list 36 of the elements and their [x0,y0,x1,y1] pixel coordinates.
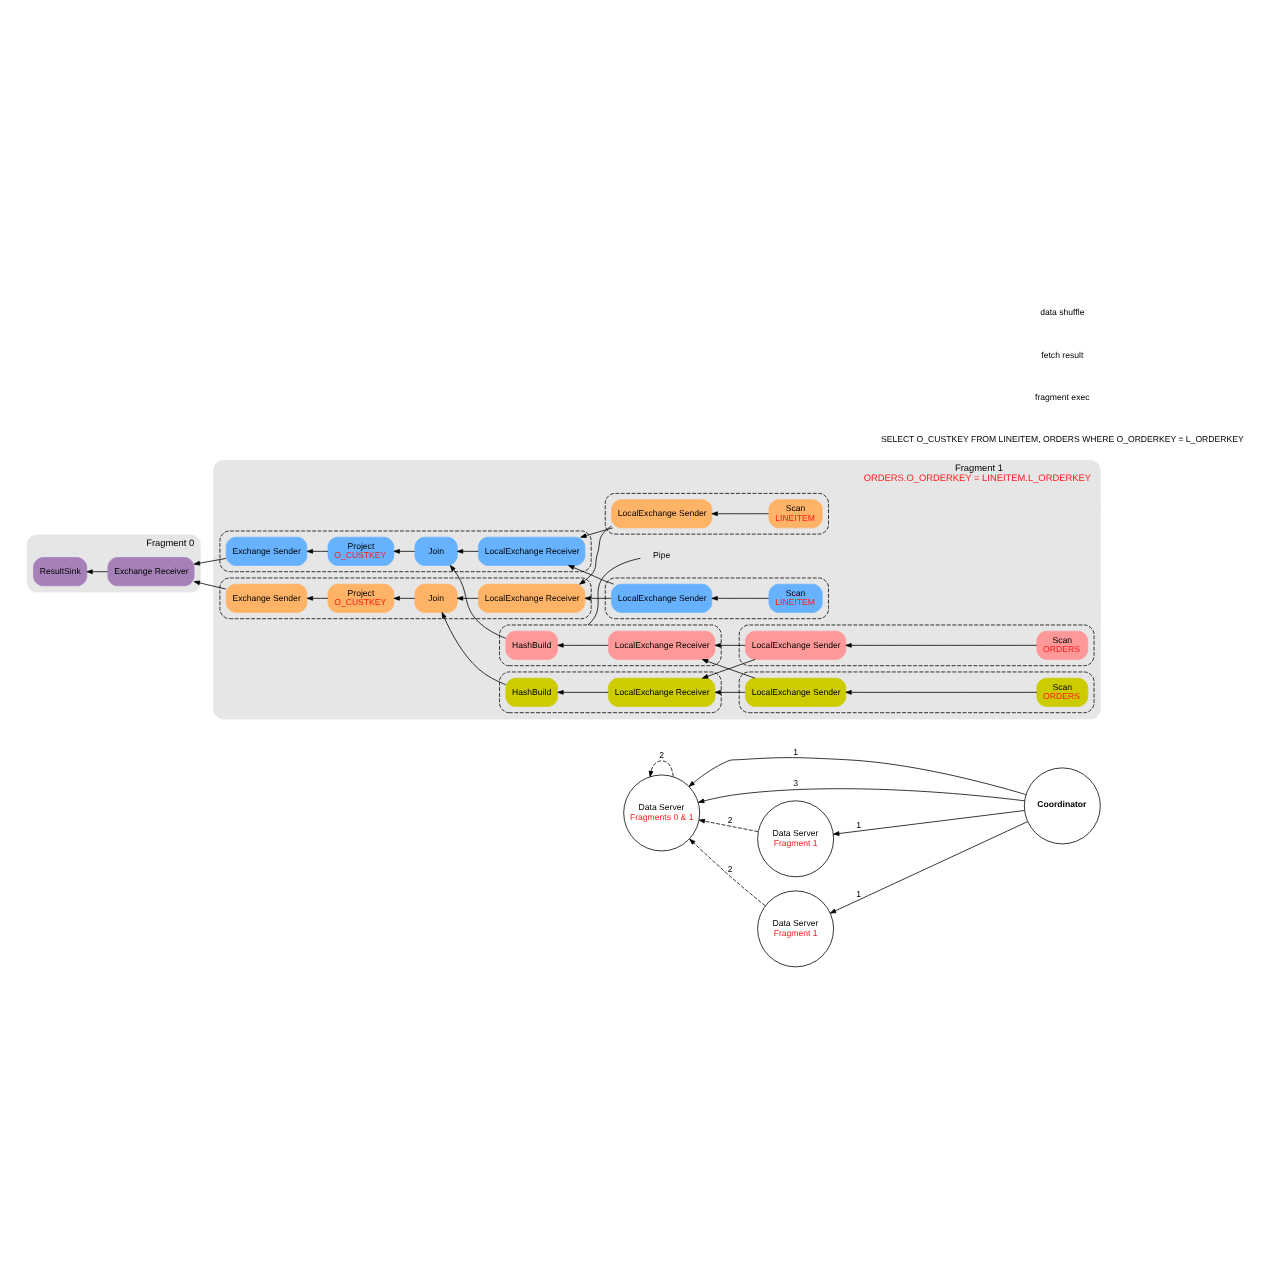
arrow [698,787,1026,803]
arrow [579,524,612,584]
arrow [449,564,507,638]
arrow [193,557,227,565]
arrow [568,564,615,584]
cluster [738,623,1095,666]
arrow [557,689,609,694]
arrow [714,642,746,647]
arrow [580,526,614,537]
arrow [829,820,1029,913]
cluster [604,576,829,619]
arrow [557,642,609,647]
arrow [456,548,479,553]
arrow [441,611,507,685]
arrow [845,689,1038,694]
arrow [456,595,479,600]
arrow [86,568,109,573]
arrow [702,658,756,678]
arrow [584,595,612,600]
arrow [714,689,746,694]
arrow [688,756,1027,794]
arrow [711,595,770,600]
arrow [393,595,416,600]
arrow [689,837,766,906]
cluster [604,492,829,534]
arrow [698,817,759,831]
arrow [306,595,329,600]
arrow [648,759,674,777]
arrow [193,579,227,589]
cluster [738,670,1095,713]
arrow [306,548,329,553]
arrow [393,548,416,553]
arrow [711,510,770,516]
arrow [845,642,1038,647]
arrow [833,809,1025,835]
connector [587,556,641,625]
